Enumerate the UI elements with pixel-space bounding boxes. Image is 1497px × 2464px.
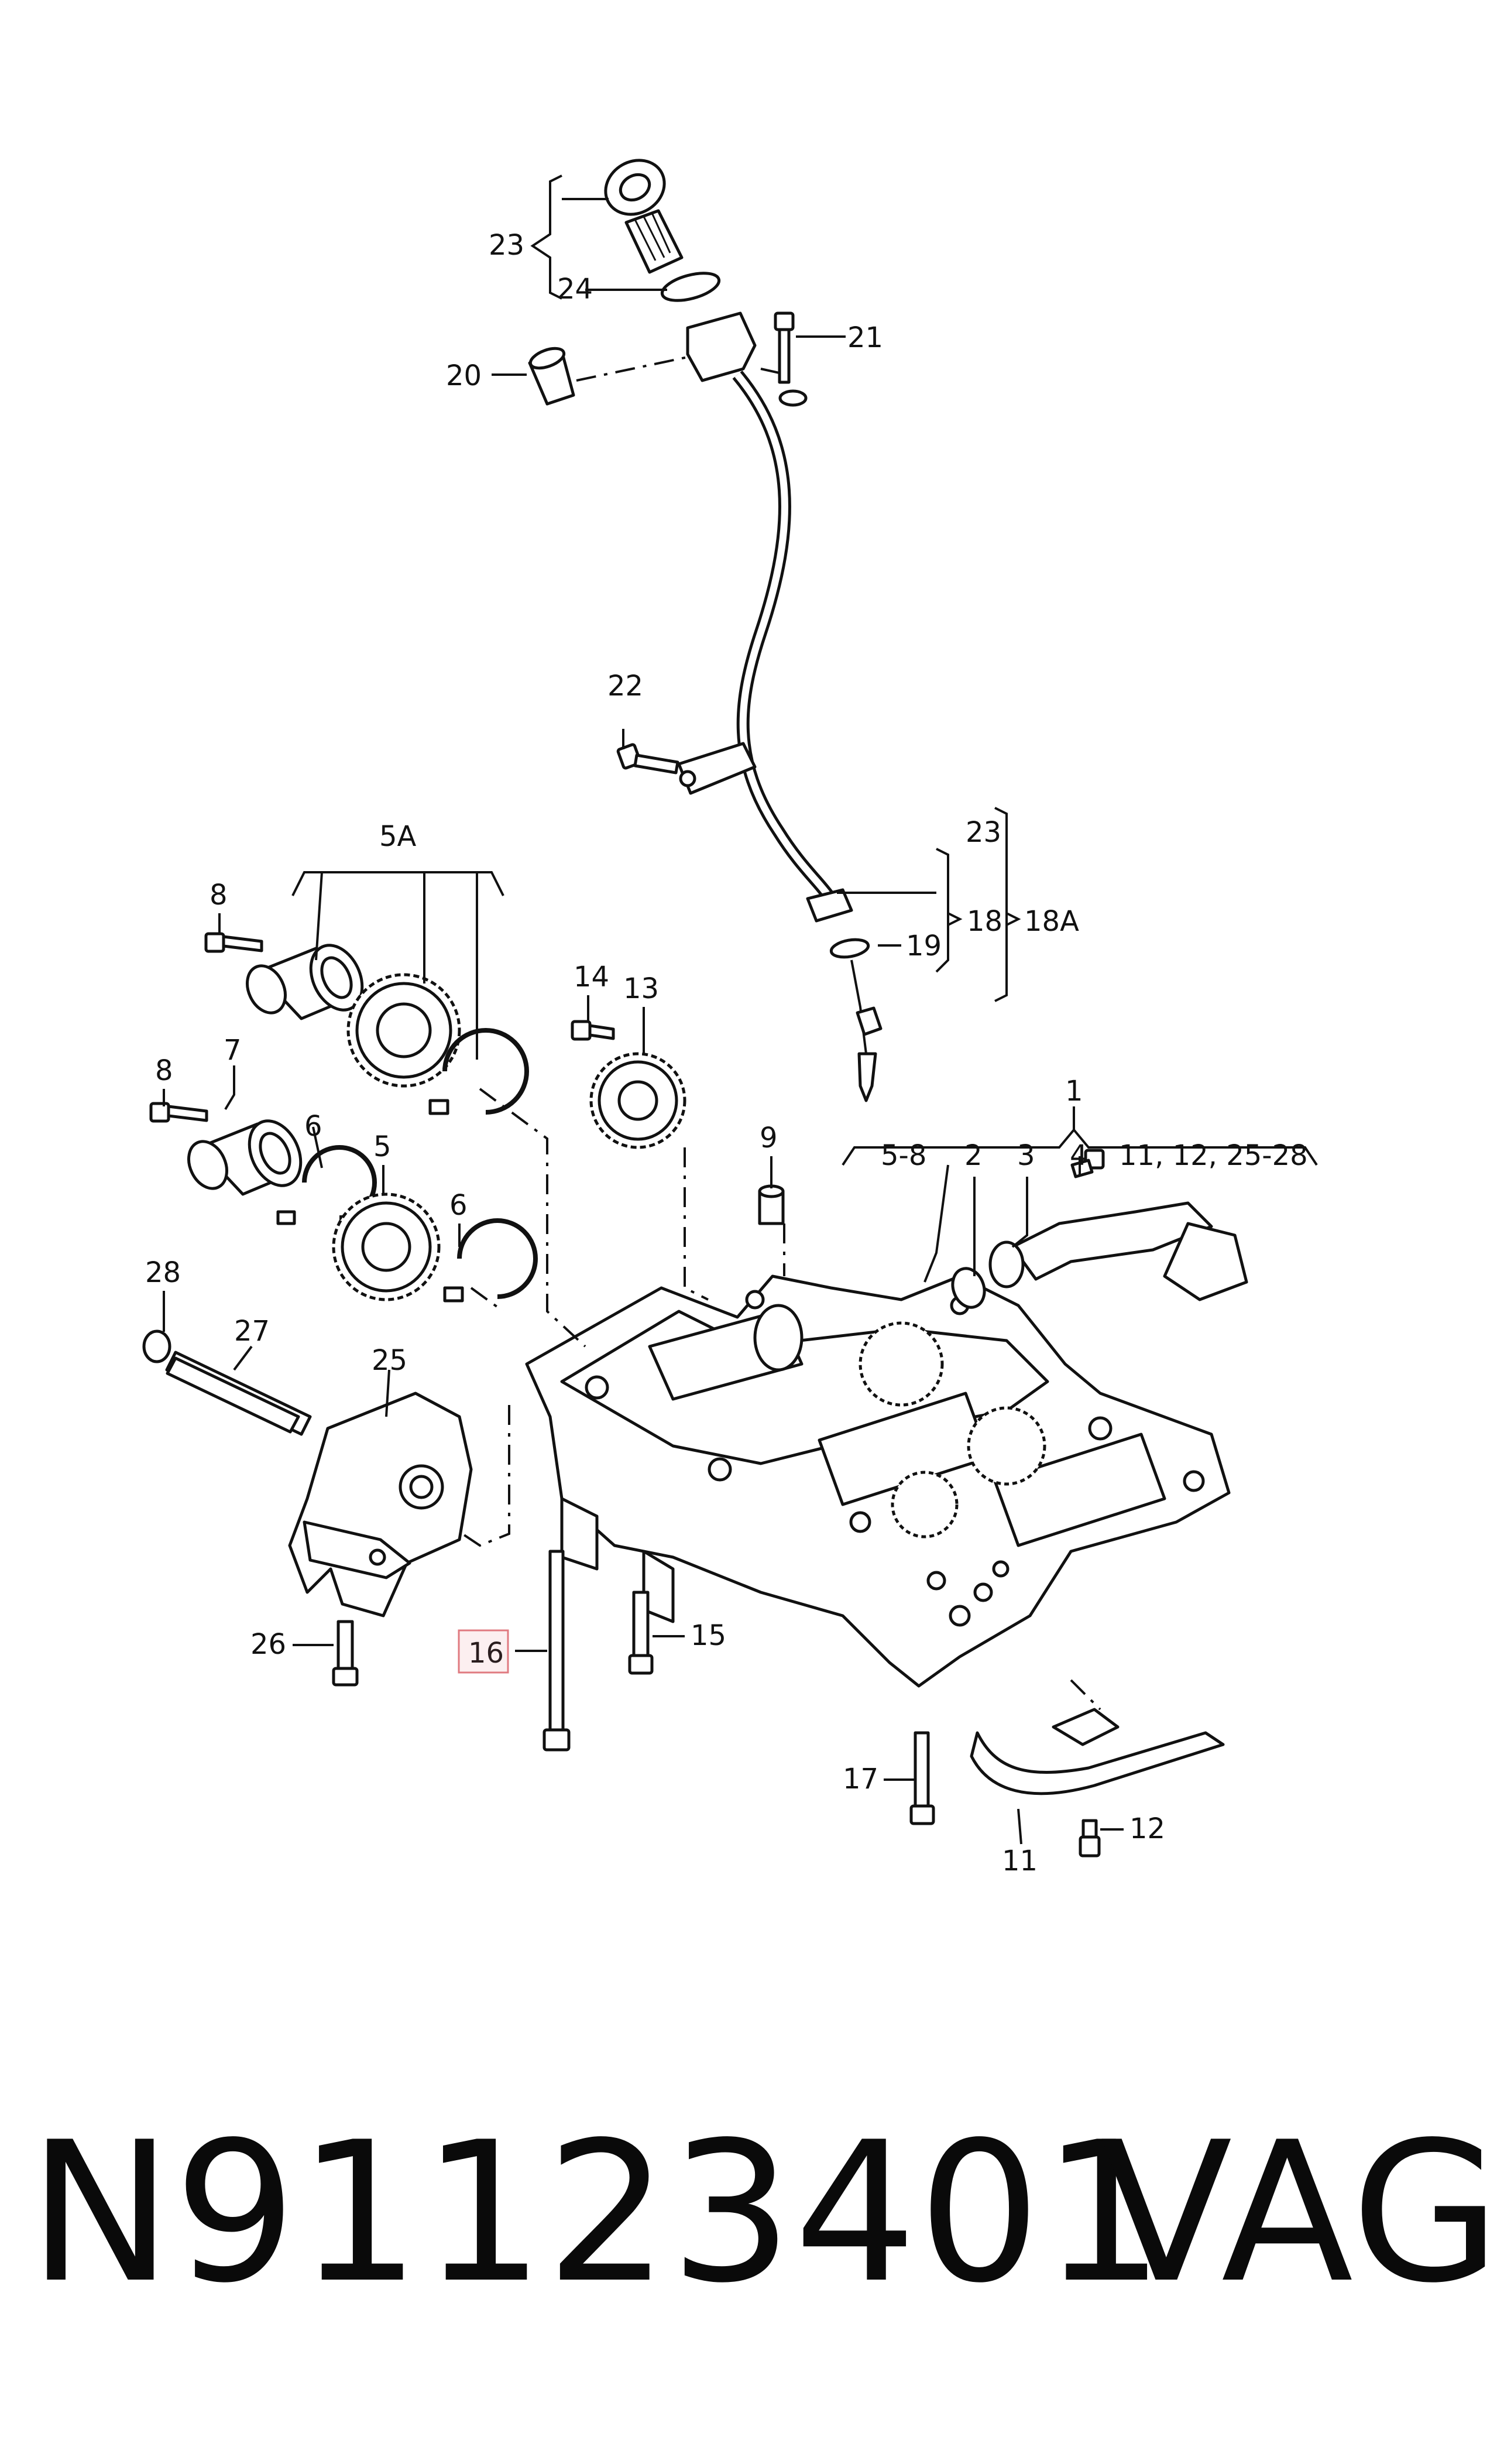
callout-26: 26 (250, 1628, 286, 1661)
callout-16: 16 (468, 1637, 504, 1670)
subgroup-4: 4 (1070, 1139, 1088, 1172)
leader-lines (163, 174, 1318, 1845)
callout-19: 19 (906, 930, 942, 962)
callout-24: 24 (557, 273, 593, 306)
callout-11: 11 (1002, 1845, 1038, 1877)
callout-17: 17 (843, 1763, 878, 1795)
subgroup-5-8: 5-8 (881, 1139, 926, 1172)
subgroup-2: 2 (964, 1139, 983, 1172)
callout-6-right: 6 (449, 1189, 468, 1222)
dipstick-assembly (528, 159, 883, 1102)
callout-1: 1 (1065, 1075, 1083, 1108)
exploded-parts-diagram: 23 24 21 20 22 23 18 18A 19 5A 8 14 13 8… (142, 159, 1318, 1877)
callout-23: 23 (489, 229, 524, 262)
callout-28: 28 (145, 1256, 181, 1289)
callout-23-upper: 23 (966, 816, 1001, 849)
brand-label: VAG (1100, 2100, 1497, 2325)
highlight-box-16 (458, 1629, 509, 1674)
callout-5: 5 (373, 1130, 392, 1163)
callout-22: 22 (607, 670, 643, 702)
balance-shaft-housing (166, 1149, 1248, 1858)
callout-7: 7 (224, 1034, 242, 1067)
callout-18A: 18A (1024, 905, 1079, 938)
callout-6-left: 6 (304, 1110, 322, 1143)
part-number: N91123401 (28, 2100, 1166, 2325)
subgroup-11-12-25-28: 11, 12, 25-28 (1119, 1139, 1308, 1172)
callout-25: 25 (372, 1344, 407, 1377)
callout-13: 13 (623, 972, 659, 1005)
callout-labels: 23 24 21 20 22 23 18 18A 19 5A 8 14 13 8… (145, 229, 1308, 1877)
subgroup-3: 3 (1017, 1139, 1035, 1172)
callout-12: 12 (1129, 1812, 1165, 1845)
callout-18: 18 (967, 905, 1002, 938)
callout-5A: 5A (379, 820, 417, 853)
callout-27: 27 (234, 1315, 270, 1348)
callout-15: 15 (691, 1619, 726, 1652)
callout-14: 14 (574, 961, 609, 993)
balance-shaft-gears (149, 932, 785, 1303)
callout-20: 20 (446, 359, 482, 392)
callout-21: 21 (847, 321, 883, 354)
callout-9: 9 (760, 1122, 778, 1154)
callout-8-lower: 8 (155, 1054, 173, 1087)
callout-8-upper: 8 (210, 879, 228, 911)
